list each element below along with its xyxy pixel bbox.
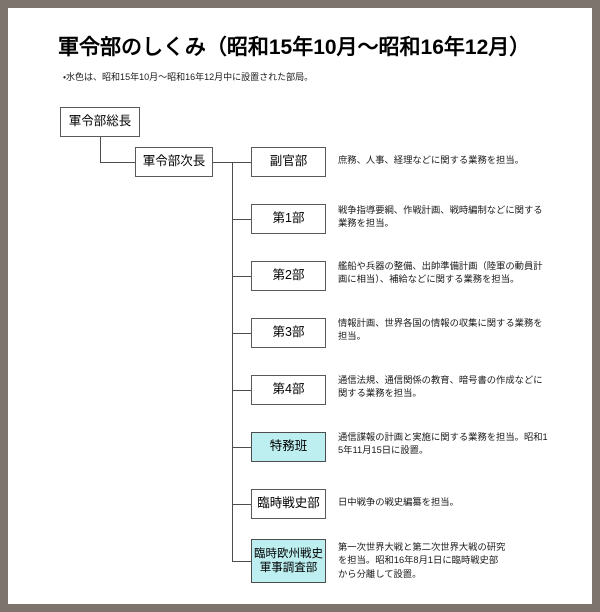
connector-branch-7 [232, 561, 251, 562]
connector-branch-2 [232, 276, 251, 277]
desc-division-4: 通信法規、通信関係の教育、暗号書の作成などに 関する業務を担当。 [338, 375, 543, 399]
connector-vice-chief-stub [213, 162, 232, 163]
connector-branch-0 [232, 162, 251, 163]
connector-root-horizontal [100, 162, 135, 163]
connector-branch-4 [232, 390, 251, 391]
desc-special-duty-section: 通信諜報の計画と実施に関する業務を担当。昭和1 5年11月15日に設置。 [338, 432, 548, 456]
connector-root-vertical [100, 137, 101, 162]
node-temporary-war-history-department[interactable]: 臨時戦史部 [251, 489, 326, 519]
node-division-4[interactable]: 第4部 [251, 375, 326, 405]
node-temporary-european-war-history-military-survey-department[interactable]: 臨時欧州戦史 軍事調査部 [251, 539, 326, 583]
desc-temporary-war-history-department: 日中戦争の戦史編纂を担当。 [338, 497, 459, 507]
desc-division-3: 情報計画、世界各国の情報の収集に関する業務を 担当。 [338, 318, 543, 342]
diagram-canvas: 軍令部のしくみ（昭和15年10月〜昭和16年12月） ・水色は、昭和15年10月… [8, 8, 592, 604]
node-division-3[interactable]: 第3部 [251, 318, 326, 348]
connector-branch-1 [232, 219, 251, 220]
connector-branch-3 [232, 333, 251, 334]
legend-note: ・水色は、昭和15年10月〜昭和16年12月中に設置された部局。 [63, 72, 314, 82]
node-division-1[interactable]: 第1部 [251, 204, 326, 234]
node-special-duty-section[interactable]: 特務班 [251, 432, 326, 462]
node-vice-chief[interactable]: 軍令部次長 [135, 147, 213, 177]
connector-trunk [232, 162, 233, 561]
desc-division-2: 艦船や兵器の整備、出帥準備計画（陸軍の動員計 画に相当）、補給などに関する業務を… [338, 261, 543, 285]
document-page: 軍令部のしくみ（昭和15年10月〜昭和16年12月） ・水色は、昭和15年10月… [8, 8, 592, 604]
page-title: 軍令部のしくみ（昭和15年10月〜昭和16年12月） [58, 36, 531, 59]
node-division-2[interactable]: 第2部 [251, 261, 326, 291]
desc-temporary-european-war-history-military-survey-department: 第一次世界大戦と第二次世界大戦の研究 を担当。昭和16年8月1日に臨時戦史部 か… [338, 542, 506, 579]
desc-adjutant-department: 庶務、人事、経理などに関する業務を担当。 [338, 155, 524, 165]
node-adjutant-department[interactable]: 副官部 [251, 147, 326, 177]
connector-branch-5 [232, 447, 251, 448]
connector-branch-6 [232, 504, 251, 505]
node-chief[interactable]: 軍令部総長 [60, 107, 140, 137]
desc-division-1: 戦争指導要綱、作戦計画、戦時編制などに関する 業務を担当。 [338, 205, 543, 229]
